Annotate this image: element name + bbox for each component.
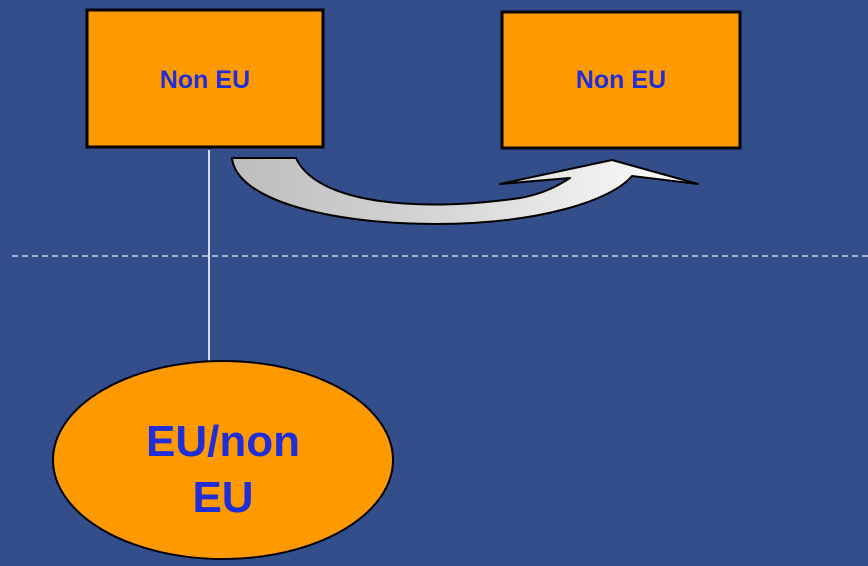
curved-arrow [231, 157, 699, 225]
source-box [85, 8, 325, 149]
origin-ellipse-label-line2: EU [192, 473, 253, 522]
target-box-label: Non EU [576, 66, 666, 94]
source-box-label: Non EU [160, 66, 250, 94]
target-box [500, 10, 742, 150]
origin-ellipse-label-line1: EU/non [146, 417, 300, 466]
origin-ellipse [52, 360, 394, 560]
